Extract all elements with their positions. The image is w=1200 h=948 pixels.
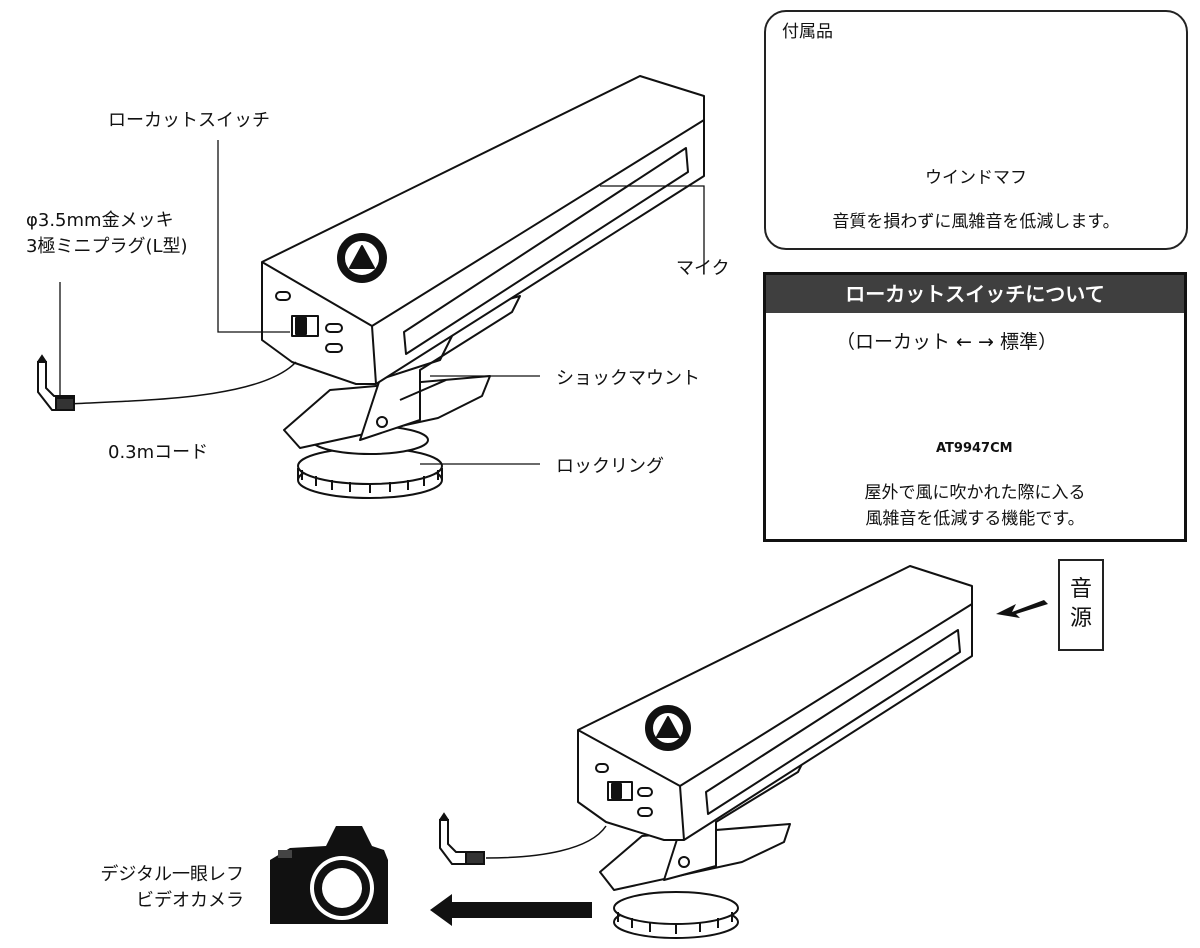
sound-source-box: 音 源 bbox=[1058, 559, 1104, 651]
accessories-title: 付属品 bbox=[782, 22, 833, 42]
lowcut-desc-line1: 屋外で風に吹かれた際に入る bbox=[864, 483, 1086, 503]
lowcut-model: AT9947CM bbox=[936, 441, 1013, 456]
arrow-from-source bbox=[996, 600, 1048, 618]
label-lowcut-switch: ローカットスイッチ bbox=[108, 110, 270, 131]
lowcut-desc-line2: 風雑音を低減する機能です。 bbox=[865, 509, 1085, 529]
source-char2: 源 bbox=[1069, 606, 1092, 631]
top-plug-icon bbox=[37, 354, 75, 411]
label-locking-ring: ロックリング bbox=[556, 456, 664, 477]
arrow-to-camera bbox=[430, 894, 592, 926]
label-mic: マイク bbox=[676, 258, 730, 279]
camera-icon bbox=[270, 826, 388, 924]
camera-label-line1: デジタル一眼レフ bbox=[100, 864, 244, 885]
lowcut-info-panel: ローカットスイッチについて （ローカット ← → 標準） AT9947CM 屋外… bbox=[763, 272, 1187, 542]
bottom-locking-ring bbox=[613, 891, 739, 939]
top-microphone bbox=[69, 75, 705, 499]
lowcut-switch-label: （ローカット ← → 標準） bbox=[836, 331, 1057, 353]
camera-label-line2: ビデオカメラ bbox=[136, 890, 244, 911]
lowcut-header: ローカットスイッチについて bbox=[766, 275, 1184, 313]
accessories-item: ウインドマフ bbox=[925, 168, 1027, 188]
accessories-desc: 音質を損わずに風雑音を低減します。 bbox=[832, 212, 1120, 232]
bottom-mic-body bbox=[577, 565, 973, 841]
bottom-microphone bbox=[485, 565, 973, 939]
source-char1: 音 bbox=[1069, 577, 1092, 603]
top-logo-icon bbox=[337, 233, 387, 283]
accessories-panel: 付属品 ウインドマフ 音質を損わずに風雑音を低減します。 bbox=[764, 10, 1188, 250]
label-shock-mount: ショックマウント bbox=[556, 368, 700, 389]
bottom-logo-icon bbox=[645, 705, 691, 751]
label-cord: 0.3mコード bbox=[108, 442, 209, 463]
top-mic-body bbox=[261, 75, 705, 385]
bottom-plug-icon bbox=[439, 812, 485, 865]
callout-lines-top bbox=[59, 140, 705, 465]
label-plug-line2: 3極ミニプラグ(L型) bbox=[26, 236, 188, 257]
label-plug-line1: φ3.5mm金メッキ bbox=[26, 210, 174, 231]
